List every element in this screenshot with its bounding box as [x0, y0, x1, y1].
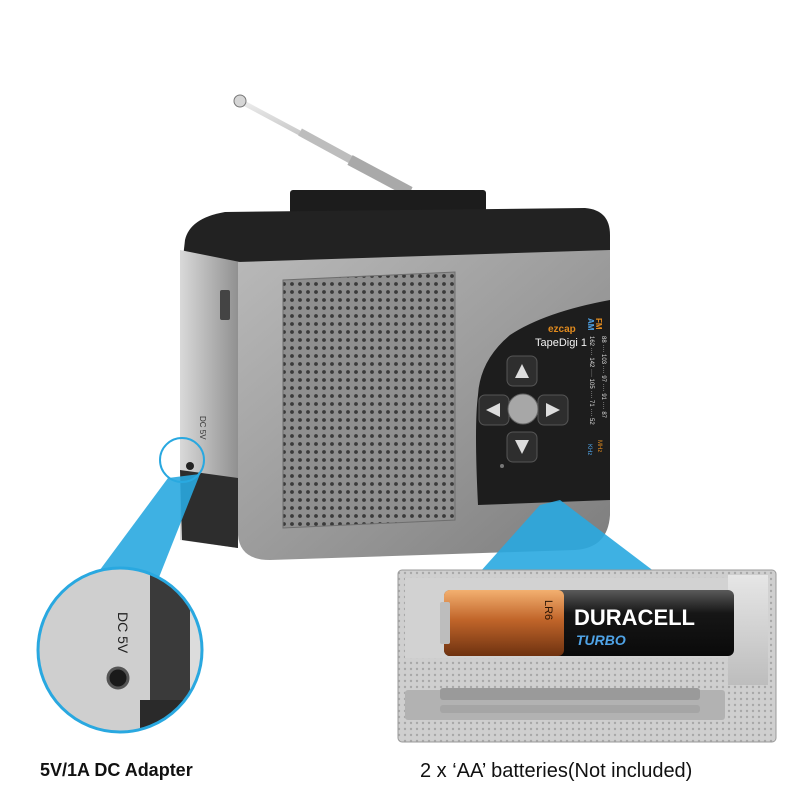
- right-arrow-icon: [546, 403, 560, 417]
- antenna: [233, 94, 413, 197]
- battery-brand: DURACELL: [574, 605, 695, 630]
- port-label: DC 5V: [198, 416, 207, 440]
- am-unit: KHz: [586, 444, 592, 455]
- fm-unit: MHz: [596, 440, 602, 452]
- battery-caption: 2 x ‘AA’ batteries(Not included): [420, 760, 693, 782]
- brand-label: ezcap: [548, 324, 576, 335]
- zoom-port-label: DC 5V: [115, 612, 131, 654]
- up-arrow-icon: [515, 364, 529, 378]
- am-scale: 162 ···· 142 ···· 105 ···· 71 ···· 52: [588, 336, 594, 425]
- battery-zoom: LR6 DURACELL TURBO: [397, 569, 777, 743]
- dc-port-icon: [186, 462, 194, 470]
- model-label: TapeDigi 1: [535, 337, 587, 349]
- center-button: [507, 393, 539, 425]
- battery-callout-beam: [480, 500, 655, 572]
- left-arrow-icon: [486, 403, 500, 417]
- am-label: AM: [586, 318, 595, 331]
- dc-adapter-caption: 5V/1A DC Adapter: [40, 760, 193, 780]
- zoom-dc-port-icon: [106, 666, 130, 690]
- battery-sub: TURBO: [576, 632, 626, 648]
- speaker-grille: [282, 271, 456, 529]
- dpad: [478, 355, 569, 463]
- down-arrow-icon: [515, 440, 529, 454]
- fm-label: FM: [594, 318, 603, 330]
- battery-code: LR6: [542, 600, 554, 620]
- fm-scale: 88 ···· 103 ···· 97 ···· 91 ···· 87: [600, 336, 606, 419]
